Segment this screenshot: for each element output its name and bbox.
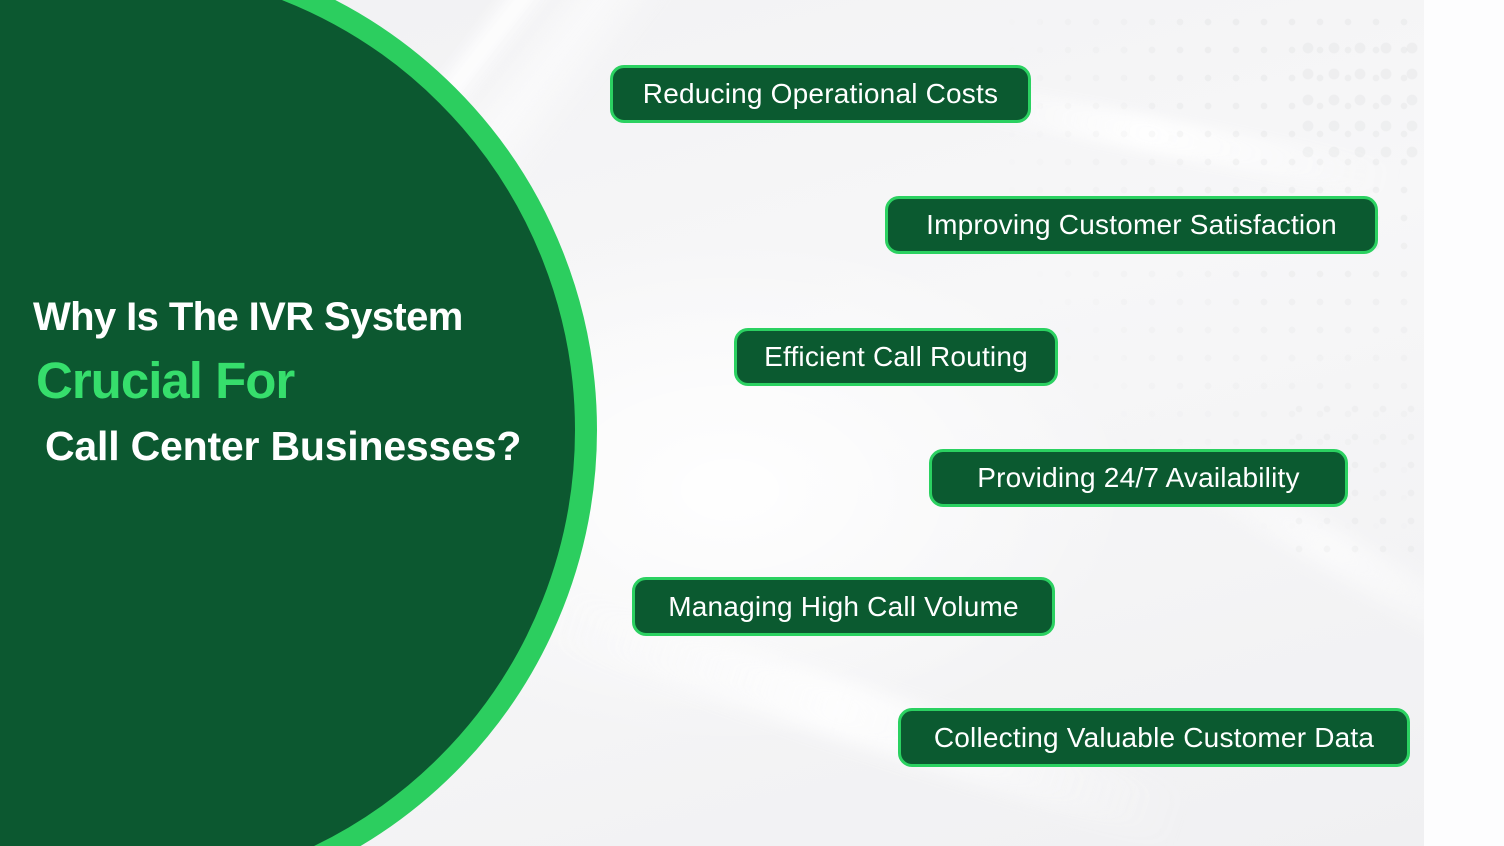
- title-line-2-highlight: Crucial For: [36, 352, 295, 409]
- benefit-pill-providing-247-availability: Providing 24/7 Availability: [929, 449, 1348, 507]
- benefit-pill-managing-high-call-volume: Managing High Call Volume: [632, 577, 1055, 636]
- title-line-3: Call Center Businesses?: [45, 423, 522, 469]
- benefit-pill-efficient-call-routing: Efficient Call Routing: [734, 328, 1058, 386]
- halftone-dots: [1295, 35, 1430, 165]
- benefit-pill-reducing-operational-costs: Reducing Operational Costs: [610, 65, 1031, 123]
- benefit-pill-improving-customer-satisfaction: Improving Customer Satisfaction: [885, 196, 1378, 254]
- right-margin-strip: [1424, 0, 1504, 846]
- title-line-1: Why Is The IVR System: [33, 295, 463, 339]
- benefit-pill-collecting-valuable-customer-data: Collecting Valuable Customer Data: [898, 708, 1410, 767]
